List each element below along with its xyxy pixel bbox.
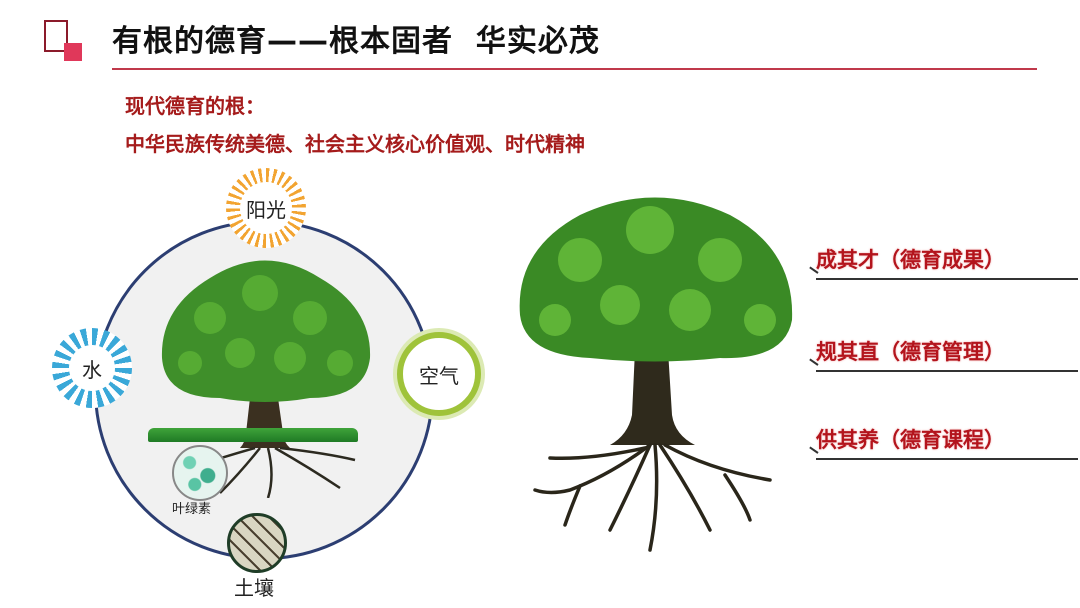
growth-elements-diagram: 阳光 水 空气 叶绿素 土壤 — [0, 160, 481, 608]
subtitle-heading: 现代德育的根： — [125, 94, 265, 118]
chlorophyll-icon — [172, 445, 228, 501]
label-underline — [816, 278, 1078, 280]
soil-icon — [227, 513, 287, 573]
title-divider — [112, 68, 1037, 70]
subtitle-content: 中华民族传统美德、社会主义核心价值观、时代精神 — [125, 132, 585, 156]
water-label: 水 — [82, 357, 102, 382]
label-underline — [816, 370, 1078, 372]
slide-logo — [44, 20, 82, 62]
air-badge: 空气 — [397, 332, 481, 416]
logo-filled-square — [64, 43, 82, 61]
soil-label: 土壤 — [234, 576, 274, 600]
water-badge: 水 — [52, 328, 132, 408]
chlorophyll-label: 叶绿素 — [172, 502, 212, 517]
logo-outline-square — [44, 20, 68, 52]
grass-ground — [148, 428, 358, 442]
label-underline — [816, 458, 1078, 460]
sunlight-label: 阳光 — [246, 197, 286, 222]
air-label: 空气 — [419, 363, 459, 388]
label-outcome-text: 成其才（德育成果） — [816, 248, 1005, 272]
sunlight-badge: 阳光 — [226, 168, 306, 248]
slide-title: 有根的德育——根本固者 华实必茂 — [112, 24, 600, 59]
label-curriculum-text: 供其养（德育课程） — [816, 428, 1005, 452]
label-management-text: 规其直（德育管理） — [816, 340, 1005, 364]
large-tree-icon — [519, 197, 793, 552]
